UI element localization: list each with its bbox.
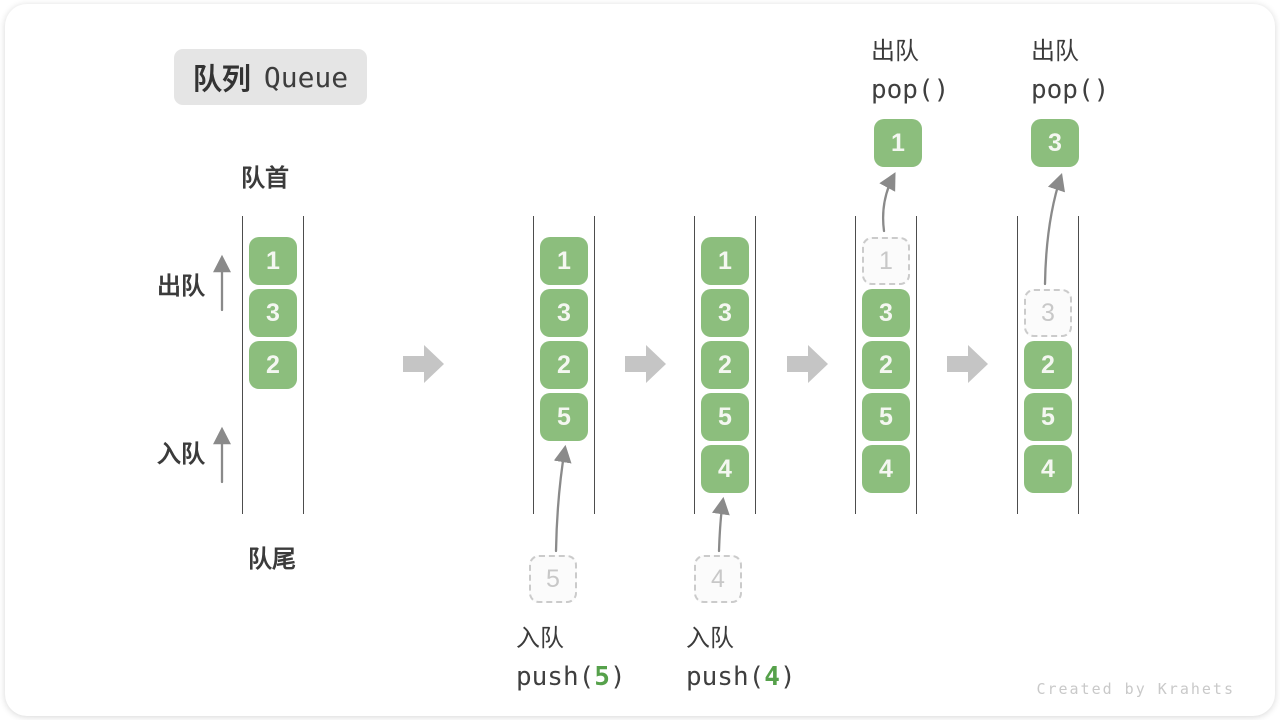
queue-item: 4	[1024, 445, 1072, 493]
op-label-zh: 出队	[1031, 38, 1079, 65]
op-code-text: )	[609, 662, 626, 692]
queue-item: 2	[540, 341, 588, 389]
op-code-arg: 5	[594, 662, 610, 692]
queue-item: 1	[249, 237, 297, 285]
op-code: push(4)	[686, 662, 796, 692]
op-code-text: pop()	[1031, 75, 1110, 105]
op-code: push(5)	[516, 662, 626, 692]
label-queue-front: 队首	[241, 165, 289, 192]
op-code-arg: 4	[764, 662, 780, 692]
dequeue-op-label: 出队 pop()	[1031, 31, 1109, 105]
watermark: Created by Krahets	[1036, 680, 1235, 698]
queue-item: 1	[701, 237, 749, 285]
queue-item: 4	[862, 445, 910, 493]
queue-column	[694, 216, 756, 514]
flow-arrow-icon	[625, 345, 666, 383]
title-badge: 队列 Queue	[174, 49, 367, 105]
popped-item: 3	[1031, 119, 1079, 167]
flow-arrow-icon	[947, 345, 988, 383]
title-en: Queue	[263, 60, 349, 94]
queue-item: 5	[1024, 393, 1072, 441]
queue-column	[242, 216, 304, 514]
queue-item: 5	[701, 393, 749, 441]
queue-item: 4	[701, 445, 749, 493]
enqueue-op-label: 入队 push(4)	[686, 618, 796, 692]
queue-item: 3	[862, 289, 910, 337]
flow-arrow-icon	[403, 345, 444, 383]
op-code-text: push(	[686, 662, 765, 692]
label-dequeue-direction: 出队	[157, 273, 205, 300]
dequeue-op-label: 出队 pop()	[871, 31, 949, 105]
pending-enqueue-item: 5	[529, 555, 577, 603]
queue-item: 5	[862, 393, 910, 441]
queue-item: 2	[249, 341, 297, 389]
flow-arrow-icon	[787, 345, 828, 383]
queue-item: 2	[862, 341, 910, 389]
op-label-zh: 入队	[516, 625, 564, 652]
queue-item-removed: 1	[862, 237, 910, 285]
queue-item: 3	[701, 289, 749, 337]
op-code-text: push(	[516, 662, 595, 692]
queue-column	[855, 216, 917, 514]
label-enqueue-direction: 入队	[157, 441, 205, 468]
op-code-text: pop()	[871, 75, 950, 105]
enqueue-op-label: 入队 push(5)	[516, 618, 626, 692]
queue-item: 2	[1024, 341, 1072, 389]
queue-item: 5	[540, 393, 588, 441]
queue-column	[533, 216, 595, 514]
queue-item: 2	[701, 341, 749, 389]
op-code-text: )	[779, 662, 796, 692]
popped-item: 1	[874, 119, 922, 167]
label-queue-rear: 队尾	[248, 546, 296, 573]
arrows-overlay	[213, 172, 1066, 553]
queue-item: 1	[540, 237, 588, 285]
op-code: pop()	[871, 75, 949, 105]
queue-item-removed: 3	[1024, 289, 1072, 337]
queue-column	[1017, 216, 1079, 514]
op-label-zh: 出队	[871, 38, 919, 65]
op-code: pop()	[1031, 75, 1109, 105]
op-label-zh: 入队	[686, 625, 734, 652]
title-zh: 队列	[192, 64, 251, 96]
pending-enqueue-item: 4	[694, 555, 742, 603]
queue-item: 3	[540, 289, 588, 337]
queue-item: 3	[249, 289, 297, 337]
